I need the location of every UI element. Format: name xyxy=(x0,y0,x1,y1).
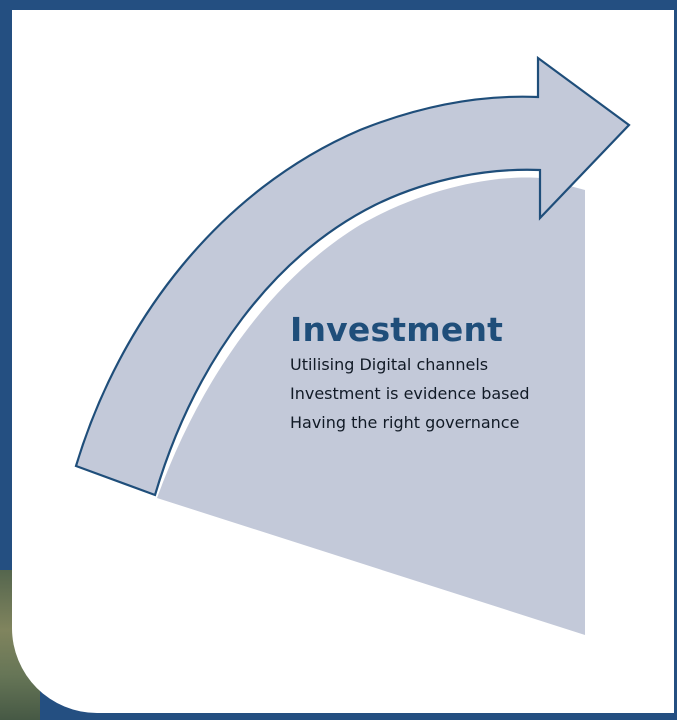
section-heading: Investment xyxy=(290,310,504,349)
list-item: Utilising Digital channels xyxy=(290,355,489,374)
list-item: Investment is evidence based xyxy=(290,384,530,403)
shaded-wedge xyxy=(157,177,585,635)
investment-points-list: Utilising Digital channels Investment is… xyxy=(290,355,555,433)
investment-text-block: Investment Utilising Digital channels In… xyxy=(290,310,590,442)
curved-arrow xyxy=(74,55,631,497)
list-item: Having the right governance xyxy=(290,413,520,432)
